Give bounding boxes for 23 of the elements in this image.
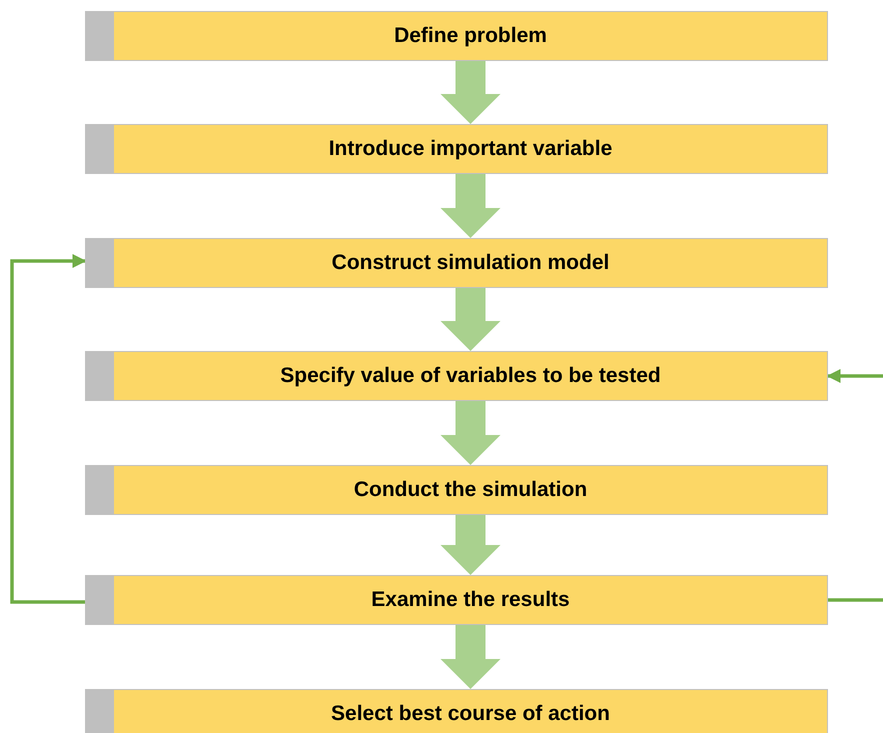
block-arrow: [440, 515, 500, 575]
process-box: [85, 465, 828, 515]
step-label: Select best course of action: [331, 702, 610, 726]
block-arrow: [440, 401, 500, 465]
arrow: [826, 369, 883, 383]
process-box: [85, 351, 828, 401]
block-arrow: [440, 61, 500, 124]
block-arrow: [440, 288, 500, 351]
step-label: Specify value of variables to be tested: [280, 364, 661, 388]
block-arrow: [440, 625, 500, 689]
step-label: Construct simulation model: [332, 251, 610, 275]
step-label: Introduce important variable: [328, 137, 612, 161]
step-label: Conduct the simulation: [354, 478, 588, 502]
process-box: [85, 689, 828, 733]
block-arrow: [440, 174, 500, 238]
connector-line: [828, 598, 883, 602]
step-label: Define problem: [394, 24, 547, 48]
step-label: Examine the results: [371, 588, 570, 612]
process-box: [85, 238, 828, 288]
process-box: [85, 11, 828, 61]
feedback-arrow: [10, 254, 86, 604]
process-box: [85, 124, 828, 174]
process-box: [85, 575, 828, 625]
